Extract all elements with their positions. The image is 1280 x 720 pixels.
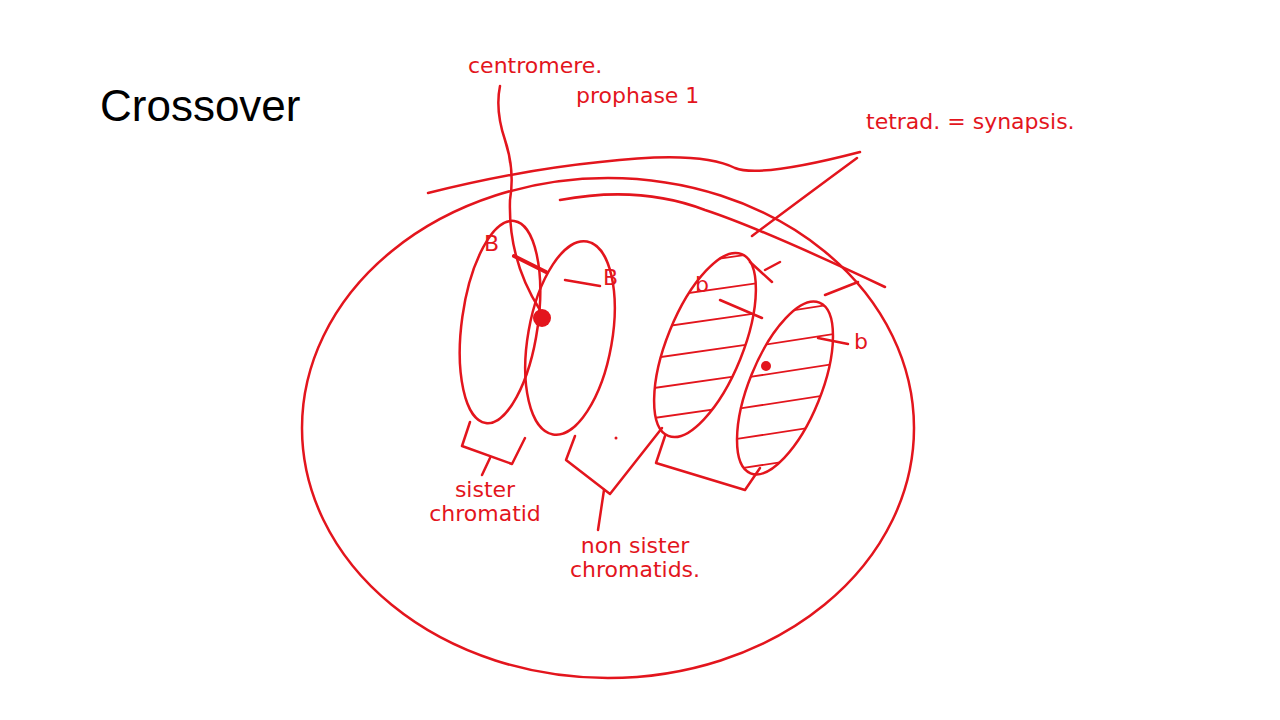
bracket (566, 428, 662, 494)
gene-mark (565, 280, 600, 286)
part-label: sister chromatid (420, 478, 550, 526)
title: Crossover (100, 82, 301, 130)
centromere-dot (761, 361, 771, 371)
stage-label: prophase 1 (576, 84, 699, 108)
allele-label: B (484, 232, 499, 256)
part-label: non sister chromatids. (540, 534, 730, 582)
cell-band (428, 152, 860, 193)
dot (615, 437, 618, 440)
chromatid (512, 234, 629, 442)
leader-line (752, 158, 857, 236)
leader-line (598, 490, 604, 530)
gene-mark (818, 338, 848, 344)
part-label: centromere. (468, 54, 602, 78)
gene-mark (720, 300, 762, 318)
hatching (730, 300, 860, 470)
chromatid (448, 216, 552, 429)
note-label: tetrad. = synapsis. (866, 110, 1075, 134)
allele-label: B (603, 266, 618, 290)
leader-line (498, 86, 540, 310)
hatching (640, 250, 780, 450)
gene-mark (514, 256, 546, 272)
allele-label: b (854, 330, 868, 354)
bracket (656, 436, 760, 490)
allele-label: b (695, 273, 709, 297)
centromere-dot (533, 309, 551, 327)
bracket (462, 422, 525, 464)
crossover-mark (750, 262, 858, 295)
leader-line (482, 458, 490, 475)
chromatid (633, 240, 777, 450)
cell-outline (302, 178, 914, 678)
chromatid (717, 289, 853, 487)
